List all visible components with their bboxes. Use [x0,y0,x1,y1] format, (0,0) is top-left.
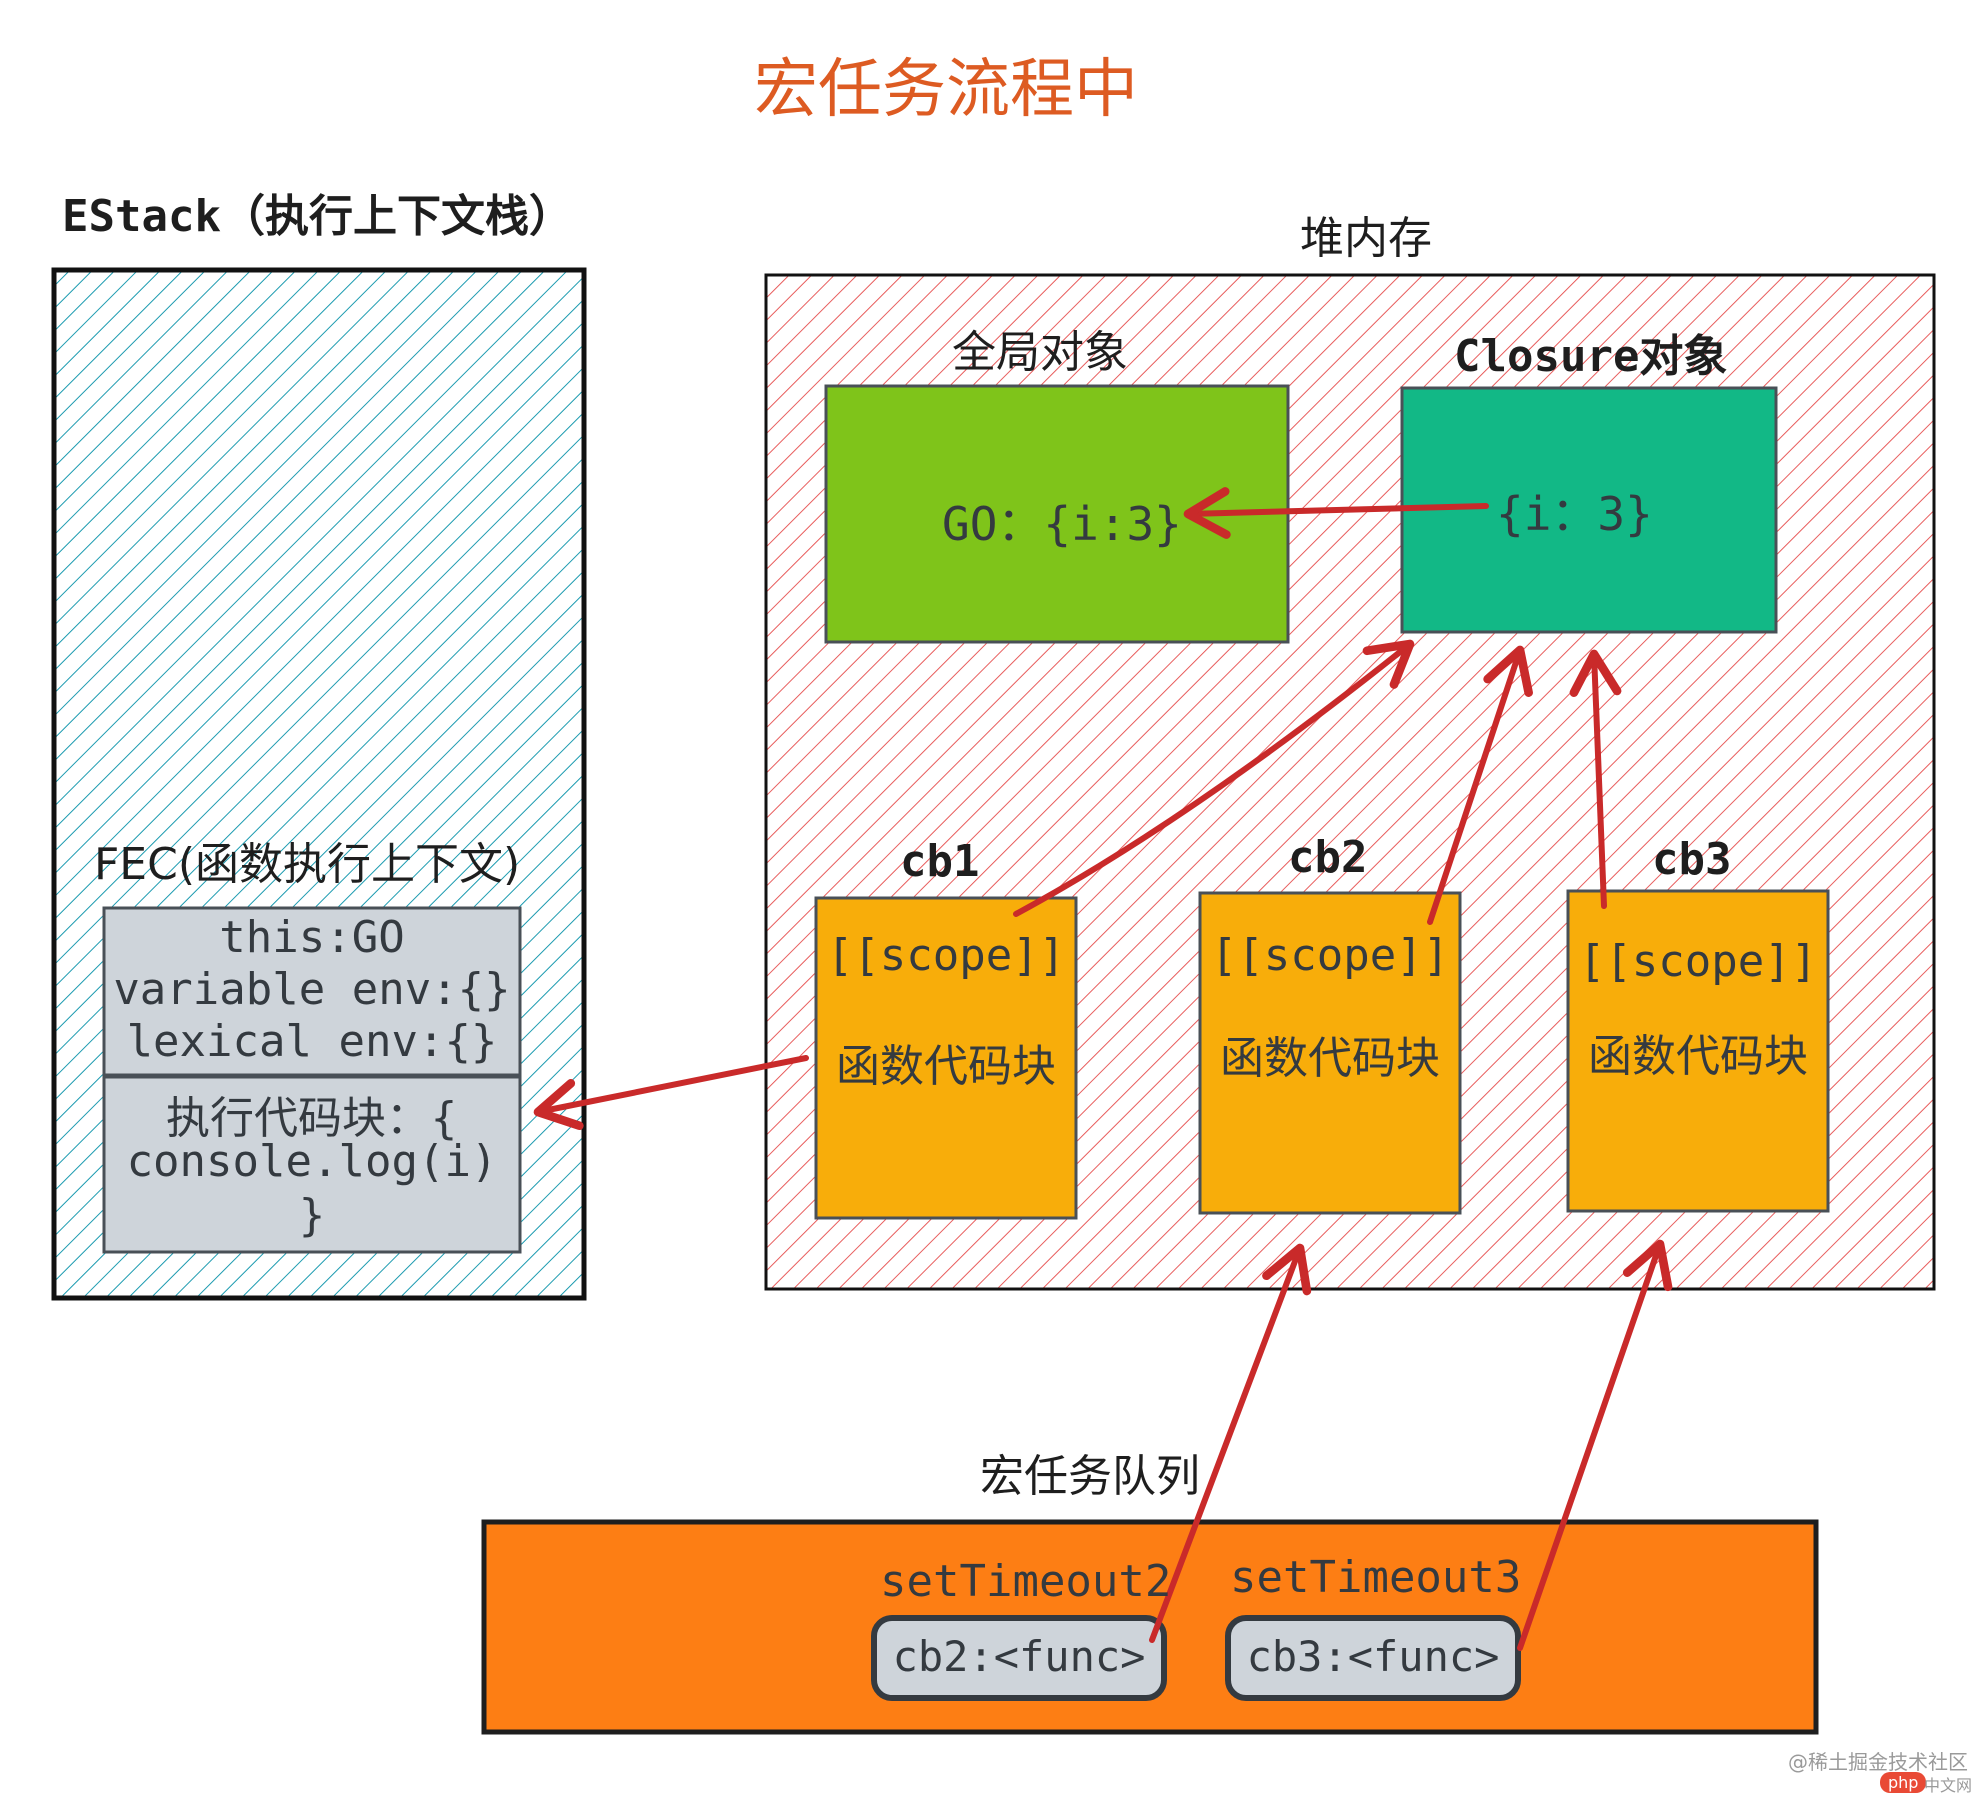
callback-code-cb2: 函数代码块 [1220,1033,1440,1084]
arrow-cb1-to-fec [533,1055,809,1131]
closure-object-content: {i：3} [1496,487,1653,541]
callback-code-cb3: 函数代码块 [1588,1031,1808,1082]
heap-label: 堆内存 [1300,213,1432,264]
closure-object-box [1400,386,1778,634]
arrow-queue-cb2-to-callback [1149,1243,1312,1643]
watermark-badge: php [1880,1772,1927,1793]
watermark-suffix: 中文网 [1924,1776,1973,1795]
arrow-cb2-to-closure [1427,645,1533,925]
global-object-label: 全局对象 [952,327,1128,378]
fec-label: FEC(函数执行上下文) [94,839,521,890]
queue-item-value-2: cb3:<func> [1246,1632,1500,1681]
callback-scope-cb2: [[scope]] [1210,930,1450,981]
fec-box [102,906,522,1254]
arrow-queue-cb3-to-callback [1517,1239,1673,1651]
callback-name-cb1: cb1 [900,836,980,887]
callback-name-cb3: cb3 [1652,834,1732,885]
fec-lexical-env-line: lexical env:{} [126,1016,498,1067]
queue-item-title-1: setTimeout2 [880,1556,1172,1607]
closure-object-label: Closure对象 [1454,331,1728,382]
arrow-cb3-to-closure [1569,649,1622,909]
fec-context-lines: this:GO variable env:{} lexical env:{} [104,912,520,1076]
queue-item-title-2: setTimeout3 [1230,1552,1522,1603]
fec-code-open-line: 执行代码块：{ [166,1093,458,1144]
fec-console-log-line: console.log(i) [126,1136,498,1187]
arrow-closure-to-go [1183,487,1489,539]
page-title: 宏任务流程中 [754,53,1138,127]
macro-queue-label: 宏任务队列 [980,1451,1200,1502]
callback-code-cb1: 函数代码块 [836,1041,1056,1092]
fec-variable-env-line: variable env:{} [113,964,511,1015]
fec-code-close-line: } [298,1190,326,1241]
queue-item-box-1 [871,1615,1167,1701]
global-object-content: GO：{i:3} [942,497,1182,551]
fec-code-lines: 执行代码块：{ console.log(i) } [104,1082,520,1248]
watermark-text: @稀土掘金技术社区 [1788,1750,1968,1774]
arrow-cb1-to-closure [1013,639,1415,917]
callback-scope-cb1: [[scope]] [826,930,1066,981]
estack-label: EStack（执行上下文栈） [62,191,573,242]
callback-box-cb2 [1198,891,1462,1215]
callback-scope-cb3: [[scope]] [1578,936,1818,987]
callback-box-cb1 [814,896,1078,1220]
queue-item-box-2 [1225,1615,1521,1701]
fec-this-line: this:GO [219,912,405,963]
callback-name-cb2: cb2 [1288,832,1368,883]
callback-box-cb3 [1566,889,1830,1213]
queue-item-value-1: cb2:<func> [892,1632,1146,1681]
